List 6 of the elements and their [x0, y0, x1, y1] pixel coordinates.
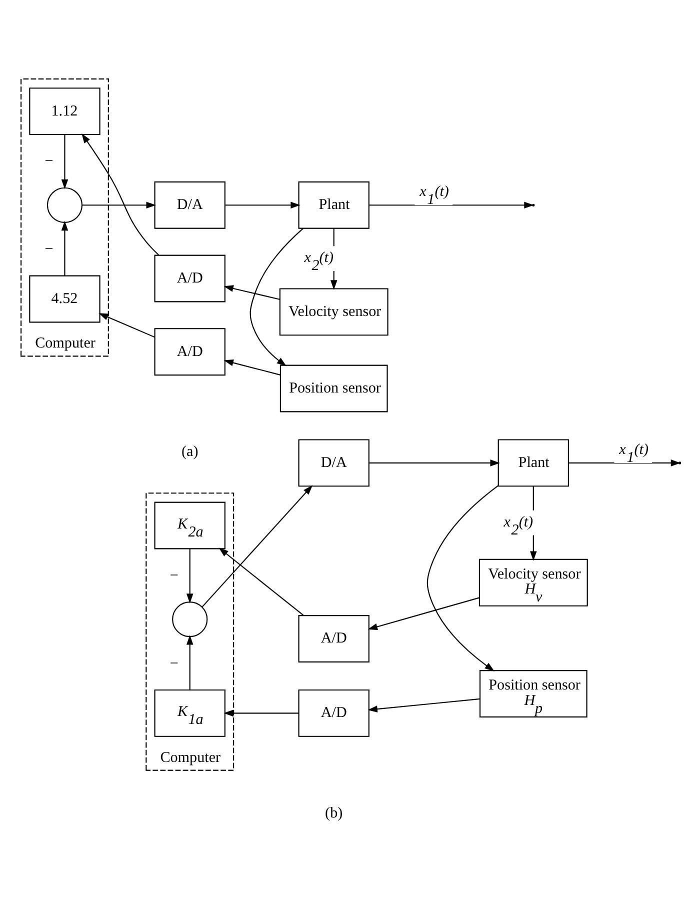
edge-label: − [170, 568, 178, 584]
label: (b) [325, 805, 343, 822]
edge-label: − [170, 656, 178, 672]
label: (a) [181, 444, 198, 460]
edge-label: − [44, 242, 54, 258]
edge-label: − [44, 154, 54, 170]
